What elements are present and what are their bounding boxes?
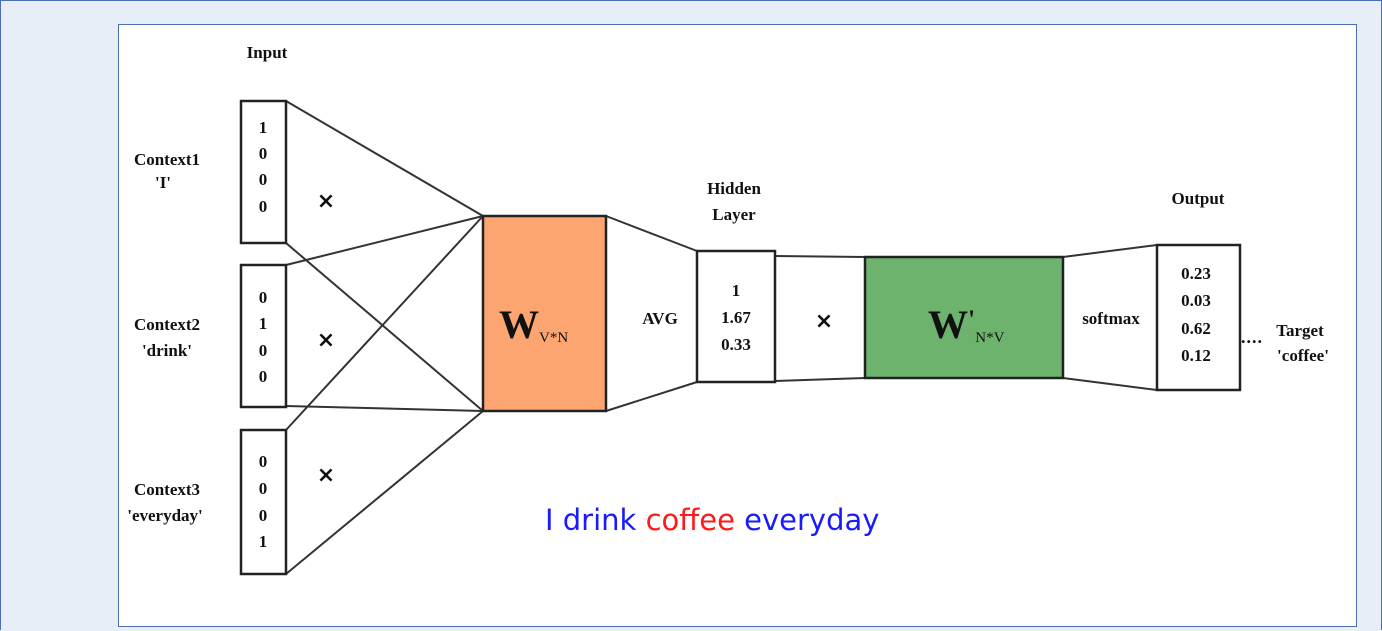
diagram-canvas: Input Context1 'I' 1 0 0 0 × Context2 'd…: [118, 24, 1357, 627]
output-layer: Output 0.23 0.03 0.62 0.12: [1155, 189, 1242, 392]
target-label: Target: [1276, 321, 1324, 340]
cbow-diagram: Input Context1 'I' 1 0 0 0 × Context2 'd…: [127, 43, 1329, 576]
output-value: 0.23: [1181, 264, 1211, 283]
output-label: Output: [1172, 189, 1225, 208]
input-vector-1: [239, 99, 288, 245]
dotted-connector: ....: [1241, 327, 1263, 347]
times-symbol: ×: [317, 328, 335, 353]
input-vector-2-value: 1: [259, 314, 268, 333]
context-1-word: 'I': [155, 173, 171, 192]
hidden-value: 1.67: [721, 308, 751, 327]
output-value: 0.62: [1181, 319, 1211, 338]
w-matrix-label: WV*N: [499, 302, 568, 347]
context-2-word: 'drink': [142, 341, 192, 360]
input-vector-1-value: 0: [259, 170, 268, 189]
input-vector-3-value: 0: [259, 479, 268, 498]
input-vector-2-value: 0: [259, 288, 268, 307]
example-sentence: I drink coffee everyday: [545, 503, 879, 537]
output-value: 0.12: [1181, 346, 1211, 365]
context-2: Context2 'drink' 0 1 0 0 ×: [134, 263, 335, 409]
times-symbol: ×: [317, 189, 335, 214]
sentence-part: everyday: [735, 503, 880, 537]
hidden-value: 1: [732, 281, 741, 300]
context-1-name: Context1: [134, 150, 200, 169]
input-vector-2: [239, 263, 288, 409]
w-matrix: WV*N: [481, 214, 608, 413]
context-3-word: 'everyday': [127, 506, 203, 525]
sentence-target-word: coffee: [646, 503, 735, 537]
softmax-label: softmax: [1082, 309, 1140, 328]
input-vector-2-value: 0: [259, 367, 268, 386]
sentence-part: I drink: [545, 503, 646, 537]
w-prime-matrix-label: W'N*V: [928, 302, 1005, 347]
input-vector-1-value: 1: [259, 118, 268, 137]
hidden-layer-label: Hidden: [707, 179, 761, 198]
w-prime-matrix-box: [863, 255, 1065, 380]
output-vector: [1155, 243, 1242, 392]
input-vector-3-value: 1: [259, 532, 268, 551]
input-vector-3-value: 0: [259, 452, 268, 471]
times-symbol: ×: [815, 309, 833, 334]
connection-lines: [285, 100, 1158, 575]
hidden-layer: Hidden Layer 1 1.67 0.33: [695, 179, 777, 384]
context-3: Context3 'everyday' 0 0 0 1 ×: [127, 428, 335, 576]
w-prime-matrix: W'N*V: [863, 255, 1065, 380]
input-vector-1-value: 0: [259, 144, 268, 163]
input-vector-1-value: 0: [259, 197, 268, 216]
context-1: Context1 'I' 1 0 0 0 ×: [134, 99, 335, 245]
target-word: 'coffee': [1277, 346, 1329, 365]
times-symbol: ×: [317, 463, 335, 488]
hidden-layer-label: Layer: [712, 205, 756, 224]
output-value: 0.03: [1181, 291, 1211, 310]
input-vector-3-value: 0: [259, 506, 268, 525]
input-vector-3: [239, 428, 288, 576]
context-2-name: Context2: [134, 315, 200, 334]
hidden-value: 0.33: [721, 335, 751, 354]
target: .... Target 'coffee': [1241, 321, 1329, 365]
input-vector-2-value: 0: [259, 341, 268, 360]
input-label: Input: [247, 43, 288, 62]
hidden-vector: [695, 249, 777, 384]
w-matrix-box: [481, 214, 608, 413]
avg-label: AVG: [642, 309, 678, 328]
context-3-name: Context3: [134, 480, 200, 499]
